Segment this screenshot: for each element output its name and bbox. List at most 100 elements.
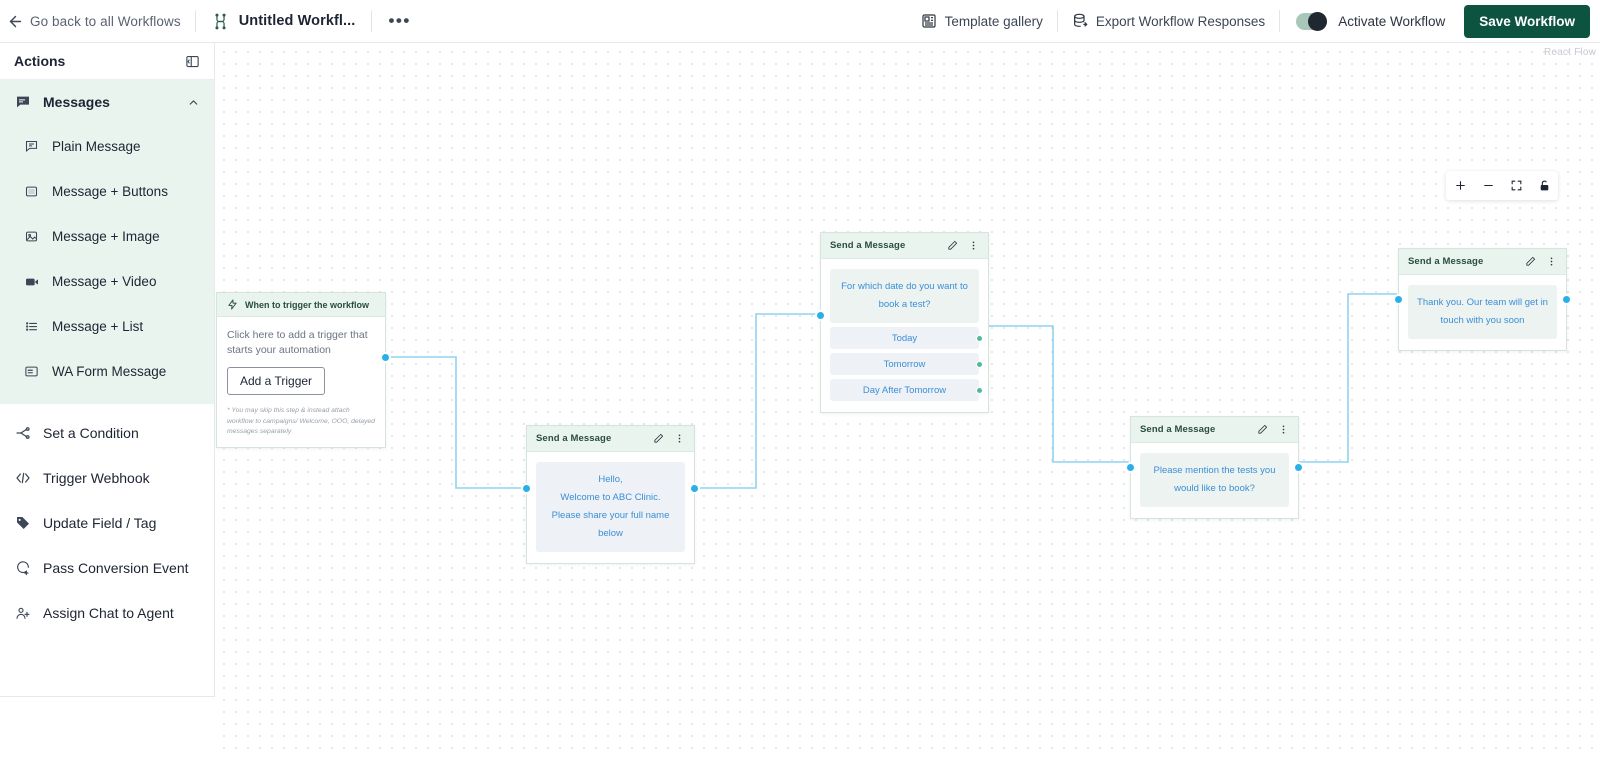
tag-icon: [14, 514, 31, 531]
edge-layer: [386, 293, 1397, 489]
sidebar-item-label: Update Field / Tag: [43, 514, 157, 531]
kebab-menu-icon[interactable]: [1278, 424, 1289, 435]
edge-welcome-to-date: [695, 313, 819, 489]
activate-workflow-toggle[interactable]: [1296, 11, 1328, 31]
node-input-handle[interactable]: [815, 310, 826, 321]
node-body: Please mention the tests you would like …: [1131, 443, 1298, 518]
node-header: Send a Message: [527, 426, 694, 452]
node-send-a-message-thanks[interactable]: Send a Message Thank you. Our team will …: [1393, 248, 1572, 352]
node-header: Send a Message: [821, 233, 988, 259]
node-title: Send a Message: [536, 433, 612, 444]
button-output-handle[interactable]: [976, 361, 983, 369]
node-header-actions: [947, 240, 979, 251]
kebab-menu-icon[interactable]: [1546, 256, 1557, 267]
node-header: Send a Message: [1131, 417, 1298, 443]
workflow-title-group[interactable]: Untitled Workfl...: [196, 12, 372, 30]
save-workflow-button[interactable]: Save Workflow: [1464, 4, 1590, 38]
sidebar-group-label: Messages: [43, 94, 110, 110]
trigger-node[interactable]: When to trigger the workflow Click here …: [216, 292, 391, 448]
zoom-in-icon[interactable]: [1446, 171, 1474, 200]
node-input-handle[interactable]: [521, 483, 532, 494]
sidebar-item-message-video[interactable]: Message + Video: [0, 259, 214, 304]
sidebar-item-message-list[interactable]: Message + List: [0, 304, 214, 349]
button-output-handle[interactable]: [976, 387, 983, 395]
divider: [371, 10, 373, 32]
workflow-more-menu-button[interactable]: •••: [388, 11, 411, 30]
node-header: Send a Message: [1399, 249, 1566, 275]
sidebar-item-label: Set a Condition: [43, 424, 139, 441]
toolbar-left-group: Go back to all Workflows Untitled Workfl…: [0, 0, 427, 43]
node-header-actions: [1257, 424, 1289, 435]
activate-workflow-label: Activate Workflow: [1338, 13, 1446, 29]
message-bubble: Hello, Welcome to ABC Clinic. Please sha…: [536, 462, 685, 553]
sidebar-item-wa-form-message[interactable]: WA Form Message: [0, 349, 214, 394]
lock-icon[interactable]: [1530, 171, 1558, 200]
node-input-handle[interactable]: [1125, 462, 1136, 473]
node-title: Send a Message: [1408, 256, 1484, 267]
wa-form-message-icon: [23, 363, 40, 380]
panel-collapse-icon[interactable]: [185, 54, 200, 69]
sidebar-item-pass-conversion-event[interactable]: Pass Conversion Event: [0, 545, 214, 590]
sidebar-item-label: Plain Message: [52, 139, 141, 154]
button-output-handle[interactable]: [976, 335, 983, 343]
node-send-a-message-tests[interactable]: Send a Message Please mention the tests …: [1125, 416, 1304, 520]
pencil-icon[interactable]: [1257, 424, 1268, 435]
sidebar-item-label: Message + Video: [52, 274, 157, 289]
canvas-controls: [1446, 171, 1558, 200]
node-output-handle[interactable]: [689, 483, 700, 494]
workflow-canvas[interactable]: React Flow: [215, 43, 1600, 757]
message-line: Please mention the tests you would like …: [1153, 465, 1276, 495]
sidebar-item-set-a-condition[interactable]: Set a Condition: [0, 410, 214, 455]
pencil-icon[interactable]: [653, 433, 664, 444]
message-line: Please share your full name below: [551, 510, 670, 540]
quick-reply-button-today[interactable]: Today: [830, 327, 983, 350]
fit-view-icon[interactable]: [1502, 171, 1530, 200]
pencil-icon[interactable]: [1525, 256, 1536, 267]
export-responses-label: Export Workflow Responses: [1095, 13, 1266, 29]
condition-icon: [14, 424, 31, 441]
edge-trigger-to-welcome: [386, 356, 524, 489]
node-send-a-message-welcome[interactable]: Send a Message Hello, Welcome to ABC Cli…: [521, 425, 700, 565]
sidebar-group-header-messages[interactable]: Messages: [0, 80, 214, 124]
chevron-up-icon: [187, 96, 200, 109]
node-send-a-message-date[interactable]: Send a Message For which date do you wan…: [815, 232, 989, 414]
sidebar-item-update-field-tag[interactable]: Update Field / Tag: [0, 500, 214, 545]
divider: [194, 10, 196, 32]
conversion-event-icon: [14, 559, 31, 576]
arrow-left-icon[interactable]: [0, 0, 30, 43]
sidebar-item-label: Message + Image: [52, 229, 160, 244]
toolbar-right-group: Template gallery Export Workflow Respons…: [907, 0, 1600, 43]
quick-reply-button-tomorrow[interactable]: Tomorrow: [830, 353, 983, 376]
quick-reply-label: Day After Tomorrow: [862, 384, 947, 396]
node-body: Hello, Welcome to ABC Clinic. Please sha…: [527, 452, 694, 563]
sidebar-group-messages: Messages Plain Message Message + Buttons: [0, 80, 214, 404]
add-trigger-button[interactable]: Add a Trigger: [227, 367, 326, 396]
message-image-icon: [23, 228, 40, 245]
sidebar-item-assign-chat-to-agent[interactable]: Assign Chat to Agent: [0, 590, 214, 635]
template-gallery-button[interactable]: Template gallery: [907, 0, 1057, 43]
sidebar-item-message-buttons[interactable]: Message + Buttons: [0, 169, 214, 214]
node-input-handle[interactable]: [1393, 294, 1404, 305]
sidebar-item-message-image[interactable]: Message + Image: [0, 214, 214, 259]
export-responses-button[interactable]: Export Workflow Responses: [1058, 0, 1279, 43]
sidebar-item-plain-message[interactable]: Plain Message: [0, 124, 214, 169]
code-webhook-icon: [14, 469, 31, 486]
trigger-node-body: Click here to add a trigger that starts …: [217, 317, 385, 447]
activate-workflow-group: Activate Workflow: [1280, 11, 1458, 31]
node-output-handle[interactable]: [380, 352, 391, 363]
kebab-menu-icon[interactable]: [674, 433, 685, 444]
pencil-icon[interactable]: [947, 240, 958, 251]
node-output-handle[interactable]: [1293, 462, 1304, 473]
node-output-handle[interactable]: [1561, 294, 1572, 305]
trigger-node-header: When to trigger the workflow: [217, 293, 385, 317]
back-to-workflows-link[interactable]: Go back to all Workflows: [30, 13, 181, 29]
message-bubble: Thank you. Our team will get in touch wi…: [1408, 285, 1557, 340]
node-header-actions: [653, 433, 685, 444]
sidebar-item-label: WA Form Message: [52, 364, 167, 379]
kebab-menu-icon[interactable]: [968, 240, 979, 251]
quick-reply-button-day-after-tomorrow[interactable]: Day After Tomorrow: [830, 379, 983, 402]
divider: [1279, 10, 1281, 32]
zoom-out-icon[interactable]: [1474, 171, 1502, 200]
sidebar-item-trigger-webhook[interactable]: Trigger Webhook: [0, 455, 214, 500]
